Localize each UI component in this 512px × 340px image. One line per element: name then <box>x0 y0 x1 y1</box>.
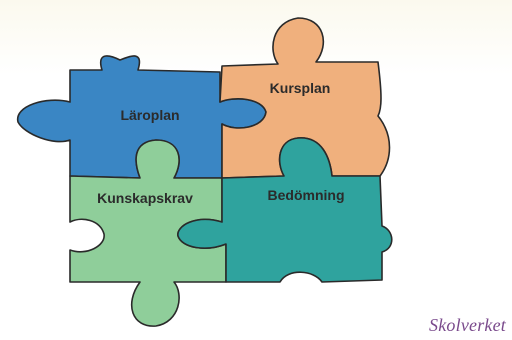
piece-bedomning: Bedömning <box>177 137 393 283</box>
piece-kunskapskrav-label: Kunskapskrav <box>97 190 193 206</box>
piece-kunskapskrav: Kunskapskrav <box>69 139 227 327</box>
piece-bedomning-label: Bedömning <box>268 187 345 203</box>
piece-bedomning-shape <box>177 137 393 283</box>
piece-kursplan-label: Kursplan <box>270 80 331 96</box>
credit-logo-text: Skolverket <box>429 315 506 335</box>
piece-laroplan-label: Läroplan <box>120 107 179 123</box>
piece-kunskapskrav-shape <box>69 139 227 327</box>
